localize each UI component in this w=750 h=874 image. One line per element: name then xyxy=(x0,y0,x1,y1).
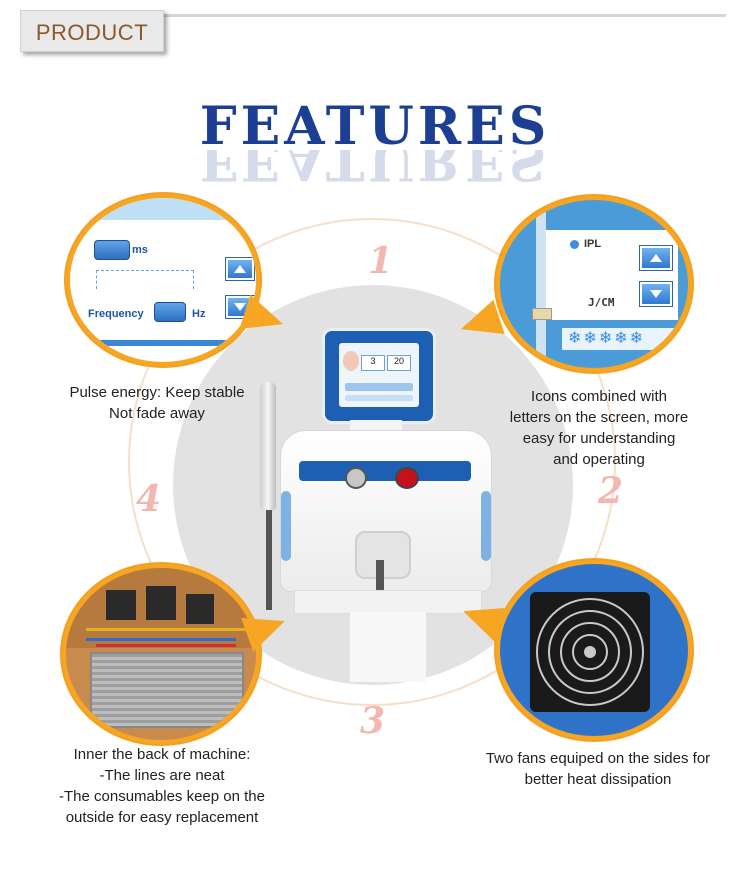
pulse-waveform xyxy=(96,270,194,289)
caption-4-line-4: outside for easy replacement xyxy=(65,809,259,826)
caption-2-line-2: letters on the screen, more xyxy=(509,409,689,426)
relay-icon xyxy=(106,590,136,620)
machine-screen-face-icon xyxy=(343,351,359,371)
slider-track xyxy=(80,340,256,346)
page-title-reflection: FEATURES xyxy=(199,150,551,186)
relay-icon-2 xyxy=(146,586,176,620)
machine-body xyxy=(280,430,492,592)
feature-ring xyxy=(128,218,616,706)
product-tab-label: PRODUCT xyxy=(35,20,149,45)
caption-2-line-3: easy for understanding xyxy=(522,430,676,447)
decrease-button xyxy=(226,296,254,318)
feature-number-2: 2 xyxy=(598,470,624,512)
machine-monitor: 3 20 xyxy=(322,328,436,424)
feature-bubble-2: IPL J/CM ❄❄❄❄❄ xyxy=(496,196,692,372)
machine-platform xyxy=(294,590,482,614)
emergency-button-icon xyxy=(395,467,419,489)
wire-blue xyxy=(86,638,236,641)
feature-number-3: 3 xyxy=(360,700,386,742)
side-panel-left xyxy=(281,491,291,561)
fan-grill-icon xyxy=(536,598,644,706)
feature-bubble-4 xyxy=(62,564,260,744)
slider-knob xyxy=(532,308,552,320)
feature-bubble-1: ms Frequency Hz xyxy=(66,194,260,366)
header-divider xyxy=(162,14,726,17)
caption-4-line-2: -The lines are neat xyxy=(99,767,225,784)
hz-label: Hz xyxy=(192,308,206,320)
caption-3-line-1: Two fans equiped on the sides for xyxy=(485,750,711,767)
ipl-label: IPL xyxy=(584,238,602,250)
caption-1-line-1: Pulse energy: Keep stable xyxy=(69,384,245,401)
handpiece xyxy=(260,382,276,512)
caption-3-line-2: better heat dissipation xyxy=(524,771,672,788)
increase-button xyxy=(226,258,254,280)
machine-screen-value-b: 20 xyxy=(387,355,411,371)
page-title: FEATURES xyxy=(199,96,551,157)
machine-screen-bar xyxy=(345,383,413,391)
machine-screen-bar-2 xyxy=(345,395,413,401)
machine-blue-stripe xyxy=(299,461,471,481)
machine-illustration: 3 20 xyxy=(240,320,510,682)
feature-bubble-3 xyxy=(496,560,692,740)
fan-hub xyxy=(584,646,596,658)
caption-1-line-2: Not fade away xyxy=(109,405,205,422)
wire-yellow xyxy=(86,628,246,631)
feature-caption-2: Icons combined with letters on the scree… xyxy=(486,386,712,470)
feature-number-1: 1 xyxy=(368,240,394,282)
machine-pedestal xyxy=(350,612,426,682)
caption-2-line-1: Icons combined with xyxy=(531,388,667,405)
frequency-label: Frequency xyxy=(88,308,144,320)
feature-number-4: 4 xyxy=(136,478,162,520)
snowflake-icons: ❄❄❄❄❄ xyxy=(562,328,688,350)
wire-red xyxy=(96,644,236,647)
caption-4-line-1: Inner the back of machine: xyxy=(73,746,251,763)
vertical-slider xyxy=(536,200,546,368)
key-switch-icon xyxy=(345,467,367,489)
machine-screen-value-a: 3 xyxy=(361,355,385,371)
relay-icon-3 xyxy=(186,594,214,624)
feature-caption-4: Inner the back of machine: -The lines ar… xyxy=(40,744,284,828)
up-arrow-button xyxy=(640,246,672,270)
frequency-field xyxy=(154,302,186,322)
feature-caption-1: Pulse energy: Keep stable Not fade away xyxy=(42,382,272,424)
power-supply xyxy=(90,652,244,728)
caption-4-line-3: -The consumables keep on the xyxy=(59,788,265,805)
side-panel-right xyxy=(481,491,491,561)
feature-caption-3: Two fans equiped on the sides for better… xyxy=(468,748,728,790)
jcm-label: J/CM xyxy=(588,296,615,309)
machine-screen: 3 20 xyxy=(339,343,419,407)
ms-field xyxy=(94,240,130,260)
down-arrow-button xyxy=(640,282,672,306)
ipl-indicator-icon xyxy=(570,240,579,249)
ms-label: ms xyxy=(132,244,148,256)
caption-2-line-4: and operating xyxy=(553,451,645,468)
handpiece-cable xyxy=(266,510,272,610)
product-tab[interactable]: PRODUCT xyxy=(20,10,164,52)
